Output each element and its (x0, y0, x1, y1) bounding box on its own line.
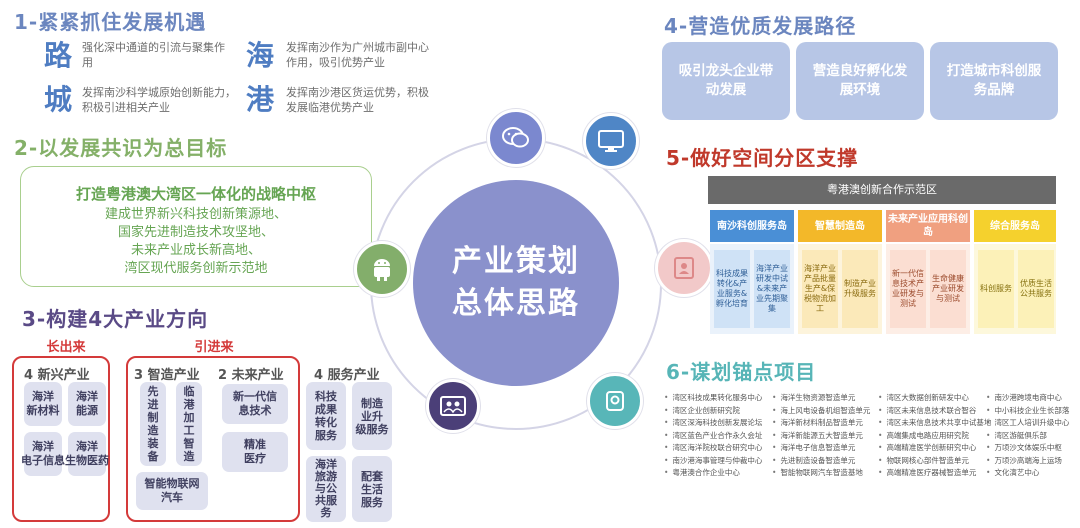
anchor-item: 海上风电设备机组智造单元 (772, 405, 878, 418)
import-box (126, 356, 300, 522)
anchor-item: 高端精准医学创新研究中心 (878, 442, 990, 455)
chip-tech-transfer: 科技 成果 转化 服务 (306, 382, 346, 450)
anchor-item: 南沙港跨境电商中心 (986, 392, 1078, 405)
path-card-1: 吸引龙头企业带动发展 (662, 42, 790, 120)
zone-service-head: 综合服务岛 (974, 210, 1056, 242)
anchor-item: 湾区深海科技创新发展论坛 (664, 417, 774, 430)
anchor-item: 智能物联网汽车智造基地 (772, 467, 878, 480)
users-icon (426, 379, 480, 433)
anchor-item: 湾区未来信息技术共享中试基地 (878, 417, 991, 430)
anchor-item: 湾区蓝色产业合作永久会址 (664, 430, 774, 443)
monitor-icon (583, 113, 639, 169)
wechat-icon (487, 109, 545, 167)
zone-future-cell-2: 生命健康产业研发与测试 (930, 250, 966, 328)
section5-title: 5-做好空间分区支撑 (666, 146, 859, 170)
chip-manufacturing-upgrade: 制造 业升 级服务 (352, 382, 392, 450)
import-label: 引进来 (194, 340, 234, 355)
anchor-item: 物联网核心部件智造单元 (878, 455, 990, 468)
android-icon (354, 241, 410, 297)
anchor-item: 湾区游艇俱乐部 (986, 430, 1078, 443)
path-card-3: 打造城市科创服务品牌 (930, 42, 1058, 120)
anchor-item: 湾区未来信息技术联合智谷 (878, 405, 990, 418)
zone-kechuang-head: 南沙科创服务岛 (710, 210, 794, 242)
zone-future-cell-1: 新一代信息技术产业研发与测试 (890, 250, 926, 328)
anchor-item: 海洋电子信息智造单元 (772, 442, 878, 455)
anchor-item: 文化演艺中心 (986, 467, 1078, 480)
goal-line-1: 建成世界新兴科技创新策源地、 (104, 207, 287, 222)
zone-header: 粤港澳创新合作示范区 (708, 176, 1056, 204)
chip-next-gen-it: 新一代信息技术 (222, 384, 288, 424)
sea-desc: 发挥南沙作为广州城市副中心作用，吸引优势产业 (286, 41, 429, 69)
chip-life-services: 配套 生活 服务 (352, 456, 392, 522)
core-line-1: 产业策划 (452, 244, 580, 279)
chip-marine-energy: 海洋 能源 (68, 382, 106, 426)
anchor-item: 湾区海洋院校联合研究中心 (664, 442, 774, 455)
chip-marine-electronics: 海洋 电子信息 (21, 432, 65, 476)
road-desc: 强化深中通道的引流与聚集作用 (82, 41, 225, 69)
sea-char: 海 (246, 39, 275, 72)
section2-title: 2-以发展共识为总目标 (14, 136, 228, 160)
chip-marine-materials: 海洋 新材料 (24, 382, 62, 426)
chip-marine-tourism: 海洋 旅游 与公 共服 务 (306, 456, 346, 522)
road-char: 路 (44, 39, 73, 72)
future-title: 2 未来产业 (218, 368, 284, 383)
zone-future-head: 未来产业应用科创岛 (886, 210, 970, 242)
anchor-item: 海洋新能源五大智造单元 (772, 430, 878, 443)
goal-box: 打造粤港澳大湾区一体化的战略中枢 建成世界新兴科技创新策源地、 国家先进制造技术… (20, 166, 372, 287)
anchor-item: 粤港澳合作企业中心 (664, 467, 774, 480)
zone-kechuang-cell-2: 海洋产业研发中试&未来产业先期聚集 (754, 250, 790, 328)
anchor-item: 万顷沙高端海上运场 (986, 455, 1078, 468)
zone-service-cell-1: 科创服务 (978, 250, 1014, 328)
anchor-item: 高端精准医疗器械智造单元 (878, 467, 990, 480)
goal-headline: 打造粤港澳大湾区一体化的战略中枢 (75, 185, 316, 203)
goal-line-4: 湾区现代服务创新示范地 (124, 261, 268, 276)
chip-precision-medicine: 精准 医疗 (222, 432, 288, 472)
zone-kechuang-cell-1: 科技成果转化&产业服务&孵化培育 (714, 250, 750, 328)
anchor-item: 湾区工人培训升级中心 (986, 417, 1078, 430)
anchor-item: 先进制造设备智造单元 (772, 455, 878, 468)
section6-title: 6-谋划锚点项目 (666, 360, 817, 384)
chip-iot-vehicle: 智能物联网 汽车 (136, 472, 208, 510)
zone-service-cell-2: 优质生活公共服务 (1018, 250, 1054, 328)
zone-zhizao-cell-2: 制造产业升级服务 (842, 250, 878, 328)
section3-title: 3-构建4大产业方向 (22, 307, 209, 331)
zone-zhizao-cell-1: 海洋产业产品批量生产&保税物流加工 (802, 250, 838, 328)
anchor-item: 南沙港海事管理与仲裁中心 (664, 455, 774, 468)
grow-label: 长出来 (46, 340, 86, 355)
core-line-2: 总体思路 (452, 286, 580, 321)
anchor-column-2: 海洋生物资源智造单元 海上风电设备机组智造单元 海洋新材料制品智造单元 海洋新能… (772, 392, 878, 480)
anchor-item: 高端集成电路应用研究院 (878, 430, 990, 443)
smart-title: 3 智造产业 (134, 368, 200, 383)
anchor-item: 湾区大数据创新研发中心 (878, 392, 990, 405)
anchor-column-1: 湾区科技成果转化服务中心 湾区企业创新研究院 湾区深海科技创新发展论坛 湾区蓝色… (664, 392, 774, 480)
anchor-item: 海洋生物资源智造单元 (772, 392, 878, 405)
chip-port-processing: 临 港 加 工 智 造 (176, 382, 202, 466)
gamepad-icon (587, 373, 643, 429)
emerging-title: 4 新兴产业 (24, 368, 90, 383)
anchor-item: 湾区科技成果转化服务中心 (664, 392, 774, 405)
port-desc: 发挥南沙港区货运优势，积极发展临港优势产业 (286, 86, 429, 114)
contact-icon (655, 239, 713, 297)
path-card-2: 营造良好孵化发展环境 (796, 42, 924, 120)
core-circle: 产业策划 总体思路 (413, 180, 619, 386)
goal-line-3: 未来产业成长新高地、 (130, 243, 261, 258)
zone-zhizao-head: 智慧制造岛 (798, 210, 882, 242)
anchor-column-3: 湾区大数据创新研发中心 湾区未来信息技术联合智谷 湾区未来信息技术共享中试基地 … (878, 392, 991, 480)
city-desc: 发挥南沙科学城原始创新能力，积极引进相关产业 (82, 86, 236, 114)
goal-line-2: 国家先进制造技术攻坚地、 (117, 225, 274, 240)
anchor-column-4: 南沙港跨境电商中心 中小科技企业生长部落 湾区工人培训升级中心 湾区游艇俱乐部 … (986, 392, 1078, 480)
anchor-item: 湾区企业创新研究院 (664, 405, 774, 418)
chip-advanced-equipment: 先 进 制 造 装 备 (140, 382, 166, 466)
emerging-box (12, 356, 110, 522)
section4-title: 4-营造优质发展路径 (664, 14, 857, 38)
anchor-item: 海洋新材料制品智造单元 (772, 417, 878, 430)
service-title: 4 服务产业 (314, 368, 380, 383)
anchor-item: 万顷沙文体娱乐中枢 (986, 442, 1078, 455)
section1-title: 1-紧紧抓住发展机遇 (14, 10, 207, 34)
port-char: 港 (246, 83, 275, 116)
city-char: 城 (44, 83, 73, 116)
chip-marine-biomed: 海洋 生物医药 (65, 432, 109, 476)
anchor-item: 中小科技企业生长部落 (986, 405, 1078, 418)
